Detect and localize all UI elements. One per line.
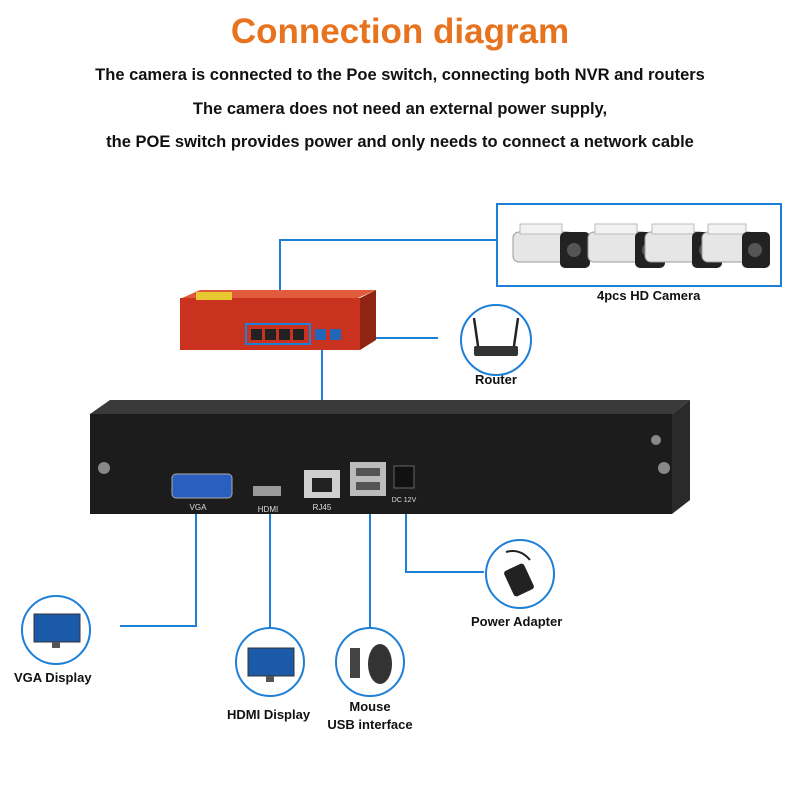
hdmi-display-label: HDMI Display [227,707,311,722]
camera-label: 4pcs HD Camera [597,288,701,303]
subtitle-line-2: The camera does not need an external pow… [192,100,608,118]
poe-switch [180,290,376,350]
mouse-group [335,627,405,697]
router-circle [460,304,532,376]
router-group [460,304,532,376]
nvr-vga-label: VGA [190,503,208,512]
camera-4 [701,223,770,268]
nvr-rj45-label: RJ45 [313,503,332,512]
subtitle-line-3: the POE switch provides power and only n… [106,133,694,151]
nvr-dc-label: DC 12V [392,497,417,504]
power-adapter-group [485,539,555,609]
vga-display-label: VGA Display [14,670,92,685]
camera-group [496,203,782,287]
mouse-label-line-1: Mouse [349,699,391,714]
power-line [405,506,484,573]
subtitle-line-1: The camera is connected to the Poe switc… [95,66,705,84]
power-adapter-label: Power Adapter [471,614,563,629]
nvr: VGA HDMI RJ45 DC 12V [90,400,690,514]
hdmi-display-group [235,627,305,697]
camera-1 [512,223,590,268]
mouse-label-line-2: USB interface [327,717,413,732]
vga-line [120,496,197,627]
page-title: Connection diagram [230,12,570,51]
router-label: Router [475,372,517,387]
vga-display-group [21,595,91,665]
nvr-hdmi-label: HDMI [258,505,278,514]
